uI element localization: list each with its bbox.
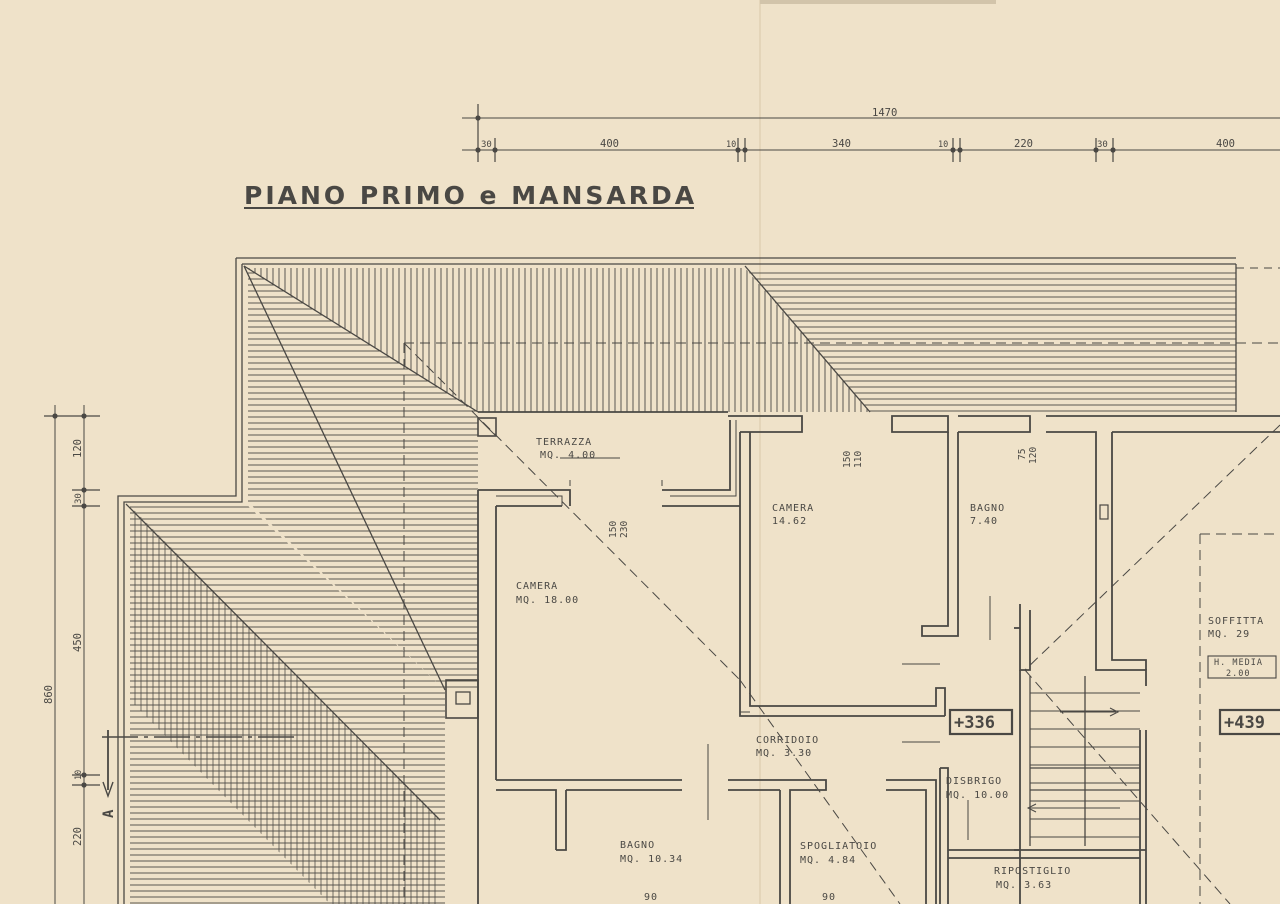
- room-bagno1-name: BAGNO: [620, 840, 655, 851]
- room-camera2-name: CAMERA: [772, 503, 814, 514]
- door-marks: [560, 457, 991, 840]
- dim-left-4: 10: [74, 770, 84, 780]
- walls: [445, 411, 1280, 904]
- room-bagno2-area: 7.40: [970, 516, 998, 527]
- room-corridoio-area: MQ. 3.30: [756, 748, 812, 759]
- room-spogliatoio-area: MQ. 4.84: [800, 855, 856, 866]
- room-terrazza-name: TERRAZZA: [536, 437, 592, 448]
- top-dimension-chain: [462, 104, 1280, 162]
- room-terrazza-area: MQ. 4.00: [540, 450, 596, 461]
- wall-dim-camera1-a: 150: [608, 521, 619, 538]
- room-corridoio-name: CORRIDOIO: [756, 735, 819, 746]
- dim-left-3: 450: [72, 633, 84, 652]
- level-label-1: +336: [954, 713, 995, 733]
- wall-dim-camera2-b: 110: [853, 451, 864, 468]
- dim-top-4: 340: [832, 138, 851, 150]
- room-camera2-area: 14.62: [772, 516, 807, 527]
- left-dimension-chain: [44, 405, 100, 904]
- dim-left-2: 30: [74, 493, 84, 504]
- dim-left-5: 220: [72, 827, 84, 846]
- room-soffitta-area: MQ. 29: [1208, 629, 1250, 640]
- paper-edge: [760, 0, 996, 4]
- section-marker-label: A: [101, 809, 117, 818]
- level-box-2: [1218, 708, 1280, 736]
- dim-top-6: 220: [1014, 138, 1033, 150]
- roof-hatching: [130, 268, 1236, 904]
- roof-hip-lines: [125, 265, 871, 821]
- room-camera1-area: MQ. 18.00: [516, 595, 579, 606]
- roof-outline: [117, 257, 1280, 904]
- room-soffitta-note1: H. MEDIA: [1214, 658, 1263, 668]
- room-camera1-name: CAMERA: [516, 581, 558, 592]
- dim-top-7: 30: [1097, 140, 1108, 150]
- drawing-title: PIANO PRIMO e MANSARDA: [244, 181, 697, 210]
- dim-top-5: 10: [938, 140, 948, 150]
- room-disbrigo-name: DISBRIGO: [946, 776, 1002, 787]
- room-ripostiglio-name: RIPOSTIGLIO: [994, 866, 1071, 877]
- wall-dim-camera1-b: 230: [619, 521, 630, 538]
- cut-label-1: 90: [644, 892, 658, 903]
- room-bagno2-name: BAGNO: [970, 503, 1005, 514]
- dim-top-3: 10: [726, 140, 736, 150]
- room-spogliatoio-name: SPOGLIATOIO: [800, 841, 877, 852]
- dim-top-2: 400: [600, 138, 619, 150]
- level-box-1: [948, 708, 1014, 736]
- wall-dim-bagno2-a: 75: [1017, 449, 1028, 460]
- room-ripostiglio-area: MQ. 3.63: [996, 880, 1052, 891]
- room-soffitta-note2: 2.00: [1226, 669, 1250, 679]
- wall-dim-bagno2-b: 120: [1028, 447, 1039, 464]
- room-disbrigo-area: MQ. 10.00: [946, 790, 1009, 801]
- stairs: [1026, 676, 1140, 846]
- dim-top-8: 400: [1216, 138, 1235, 150]
- dim-left-1: 120: [72, 439, 84, 458]
- level-label-2: +439: [1224, 713, 1265, 733]
- room-bagno1-area: MQ. 10.34: [620, 854, 683, 865]
- dim-total-left: 860: [43, 685, 55, 704]
- overhang-lines: [403, 342, 1280, 904]
- cut-label-2: 90: [822, 892, 836, 903]
- height-note-box: [1207, 655, 1277, 679]
- dim-top-1: 30: [481, 140, 492, 150]
- dim-total-top: 1470: [872, 107, 897, 119]
- room-soffitta-name: SOFFITTA: [1208, 616, 1264, 627]
- wall-dim-camera2-a: 150: [842, 451, 853, 468]
